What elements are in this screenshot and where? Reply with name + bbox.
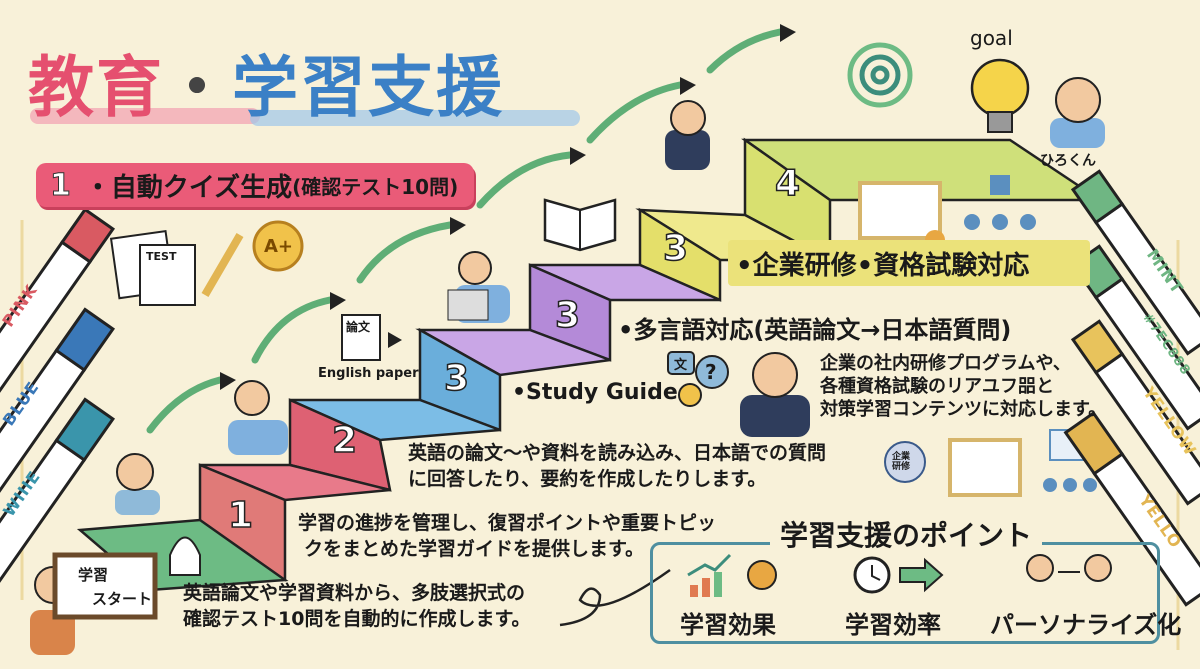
medal-icon	[747, 560, 777, 590]
arrow-path	[706, 28, 784, 74]
desc-multilang: 英語の論文〜や資料を読み込み、日本語での質問 に回答したり、要約を作成したりしま…	[408, 440, 826, 492]
arrow-heads	[220, 24, 796, 390]
start-board	[52, 552, 158, 620]
desc-line: 対策学習コンテンツに対応します。	[820, 399, 1107, 420]
question-coin-icon	[678, 383, 702, 407]
arrow-right-icon	[388, 332, 402, 348]
step-number-1: 1	[227, 494, 254, 537]
step-number-4: 4	[774, 162, 801, 205]
person-suit-middle	[740, 352, 810, 437]
step-number-2: 2	[331, 419, 358, 462]
person-hirokun	[1050, 77, 1105, 148]
corporate-seal-icon	[884, 441, 926, 483]
clock-icon	[853, 556, 891, 594]
arrow-path	[586, 81, 684, 144]
start-board-line2: スタート	[92, 590, 153, 608]
desc-line: 学習の進捗を管理し、復習ポイントや重要トピッ	[298, 512, 717, 534]
title-highlight-pink	[30, 108, 260, 124]
paper-doc-label: 論文	[346, 320, 371, 334]
character-name: ひろくん	[1040, 153, 1096, 169]
arrow-right-icon	[899, 557, 944, 593]
person-reader	[447, 251, 510, 323]
desc-line: に回答したり、要約を作成したりします。	[408, 468, 767, 490]
desc-line: 英語の論文〜や資料を読み込み、日本語での質問	[408, 442, 827, 464]
question-bubble-icon	[695, 355, 729, 389]
certificate-icon	[948, 438, 1022, 497]
lightbulb-icon	[970, 58, 1030, 133]
question-glyph: ?	[705, 360, 717, 384]
open-book-icon	[543, 198, 617, 252]
person-ceo-top	[665, 100, 710, 170]
growth-chart-icon	[687, 553, 732, 597]
title-part-2: 学習支援	[232, 49, 504, 126]
title-highlight-blue	[250, 110, 580, 126]
spiral-icon	[847, 42, 913, 108]
marker-teal	[0, 397, 116, 585]
desc-line: 企業の社内研修プログラムや、	[820, 353, 1071, 374]
feature-corporate: •企業研修•資格試験対応	[728, 240, 1090, 286]
desc-quiz: 英語論文や学習資料から、多肢選択式の 確認テスト10問を自動的に作成します。	[183, 580, 531, 632]
step-number-3a: 3	[443, 357, 470, 400]
feature-multilang: •多言語対応(英語論文→日本語質問)	[618, 316, 1012, 344]
point-effect: 学習効果	[680, 611, 776, 639]
arrow-path	[476, 151, 574, 209]
arrow-path	[146, 376, 224, 434]
desc-line: クをまとめた学習ガイドを提供します。	[304, 538, 645, 560]
desc-line: 確認テスト10問を自動的に作成します。	[183, 608, 531, 630]
title-part-1: 教育	[28, 49, 164, 126]
title-dot: ・	[164, 49, 232, 126]
quiz-banner: 1 ・自動クイズ生成 (確認テスト10問)	[36, 163, 474, 207]
marker-blue	[0, 307, 116, 495]
desc-study-guide: 学習の進捗を管理し、復習ポイントや重要トピッ クをまとめた学習ガイドを提供します…	[298, 510, 716, 562]
pencil-icon	[201, 232, 244, 298]
badge-label: A+	[264, 236, 294, 257]
certificate-icon	[858, 181, 942, 240]
squiggle-arrow	[559, 568, 671, 627]
progress-arrows	[146, 28, 784, 434]
banner-sub: (確認テスト10問)	[292, 174, 459, 199]
person-writer	[228, 380, 288, 455]
point-personalize: パーソナライズ化	[990, 611, 1182, 639]
english-paper-caption: English paper	[318, 366, 419, 381]
step-number-3b: 3	[554, 294, 581, 337]
translate-glyph: 文	[674, 358, 688, 373]
arrow-path	[251, 296, 334, 364]
point-efficiency: 学習効率	[845, 611, 941, 639]
ghost-icon	[169, 536, 201, 576]
marker-mint	[1070, 169, 1200, 356]
marker-pink	[0, 207, 116, 395]
banner-text: ・自動クイズ生成	[84, 172, 293, 203]
goal-label: goal	[970, 26, 1013, 50]
banner-number: 1	[50, 167, 72, 203]
step-number-3c: 3	[662, 227, 689, 270]
feature-study-guide: •Study Guide	[512, 380, 678, 405]
people-exchange-icon	[1026, 554, 1112, 582]
translate-bubble-icon	[667, 351, 695, 375]
desc-line: 英語論文や学習資料から、多肢選択式の	[183, 582, 526, 604]
start-board-line1: 学習	[78, 566, 109, 584]
points-title: 学習支援のポイント	[770, 514, 1043, 554]
person-thinking	[115, 453, 160, 515]
desc-corporate: 企業の社内研修プログラムや、 各種資格試験のリアユフ㗊と 対策学習コンテンツに対…	[820, 352, 1106, 421]
corporate-seal-label: 企業研修	[892, 452, 911, 472]
arrow-path	[356, 221, 454, 284]
test-paper-icon	[109, 229, 196, 306]
page-title: 教育・学習支援	[28, 34, 504, 130]
desc-line: 各種資格試験のリアユフ㗊と	[820, 376, 1054, 397]
paper-doc-icon	[341, 314, 381, 361]
a-plus-badge-icon	[252, 220, 304, 272]
test-paper-label: TEST	[146, 250, 177, 263]
org-chart-icon	[964, 175, 1036, 230]
marker-yellow	[1070, 319, 1200, 506]
